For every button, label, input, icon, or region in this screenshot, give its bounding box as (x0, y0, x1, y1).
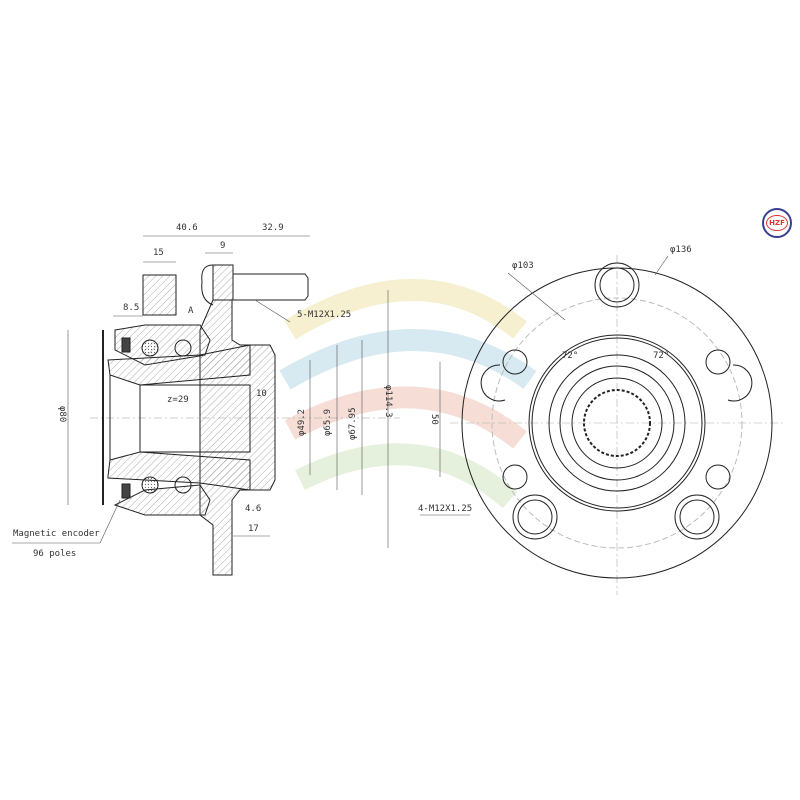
wheel-stud-holes (512, 262, 720, 540)
dim-4-6: 4.6 (245, 504, 262, 514)
dim-9: 9 (220, 241, 226, 251)
dim-15: 15 (153, 248, 164, 258)
dim-32-9: 32.9 (262, 223, 284, 233)
dim-phi65-9: φ65.9 (323, 408, 333, 436)
spline-teeth-label: z=29 (167, 395, 189, 405)
side-section-view (12, 235, 400, 576)
dim-40-6: 40.6 (176, 223, 198, 233)
angle-left: 72° (562, 351, 579, 361)
watermark (279, 279, 537, 509)
threaded-holes (480, 349, 753, 490)
hzf-logo: HZF (762, 208, 792, 238)
encoder-poles-label: 96 poles (33, 549, 77, 559)
dim-phi114-3: φ114.3 (383, 385, 393, 418)
dim-phi80: φ80 (57, 406, 67, 423)
dim-50: 50 (429, 414, 439, 425)
dim-phi67-95: φ67.95 (348, 407, 358, 440)
dim-8-5: 8.5 (123, 303, 140, 313)
hole-thread-label: 4-M12X1.25 (418, 504, 473, 514)
angle-right: 72° (653, 351, 670, 361)
dim-17: 17 (248, 524, 259, 534)
section-a: A (188, 306, 194, 316)
dim-10: 10 (256, 389, 267, 399)
logo-text: HZF (766, 215, 788, 231)
stud-thread-label: 5-M12X1.25 (297, 310, 352, 320)
magnetic-encoder-label: Magnetic encoder (13, 529, 100, 539)
dim-phi136: φ136 (670, 245, 692, 255)
dim-phi103: φ103 (512, 261, 534, 271)
front-view (420, 255, 785, 595)
dim-phi49-2: φ49.2 (297, 408, 307, 436)
spline (583, 389, 651, 457)
